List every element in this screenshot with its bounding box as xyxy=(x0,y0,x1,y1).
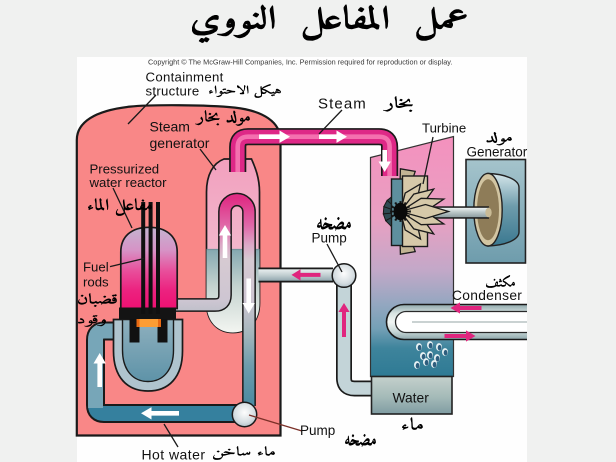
svg-text:Turbine: Turbine xyxy=(422,121,466,136)
svg-text:generator: generator xyxy=(150,135,210,151)
svg-text:Pump: Pump xyxy=(300,423,335,438)
svg-text:water reactor: water reactor xyxy=(89,175,168,190)
svg-text:Generator: Generator xyxy=(467,145,528,160)
svg-text:Fuel: Fuel xyxy=(83,260,109,275)
svg-text:Pressurized: Pressurized xyxy=(90,161,160,176)
svg-text:Water: Water xyxy=(393,391,430,406)
svg-text:Steam: Steam xyxy=(318,96,367,113)
svg-text:rods: rods xyxy=(83,275,109,290)
svg-text:Condenser: Condenser xyxy=(452,288,522,303)
svg-text:Containment: Containment xyxy=(146,69,224,84)
svg-text:structure: structure xyxy=(146,83,200,98)
svg-text:Steam: Steam xyxy=(150,119,190,135)
svg-text:Pump: Pump xyxy=(312,231,347,246)
svg-text:Hot water: Hot water xyxy=(142,447,206,462)
svg-text:Copyright © The McGraw-Hill Co: Copyright © The McGraw-Hill Companies, I… xyxy=(148,58,452,67)
